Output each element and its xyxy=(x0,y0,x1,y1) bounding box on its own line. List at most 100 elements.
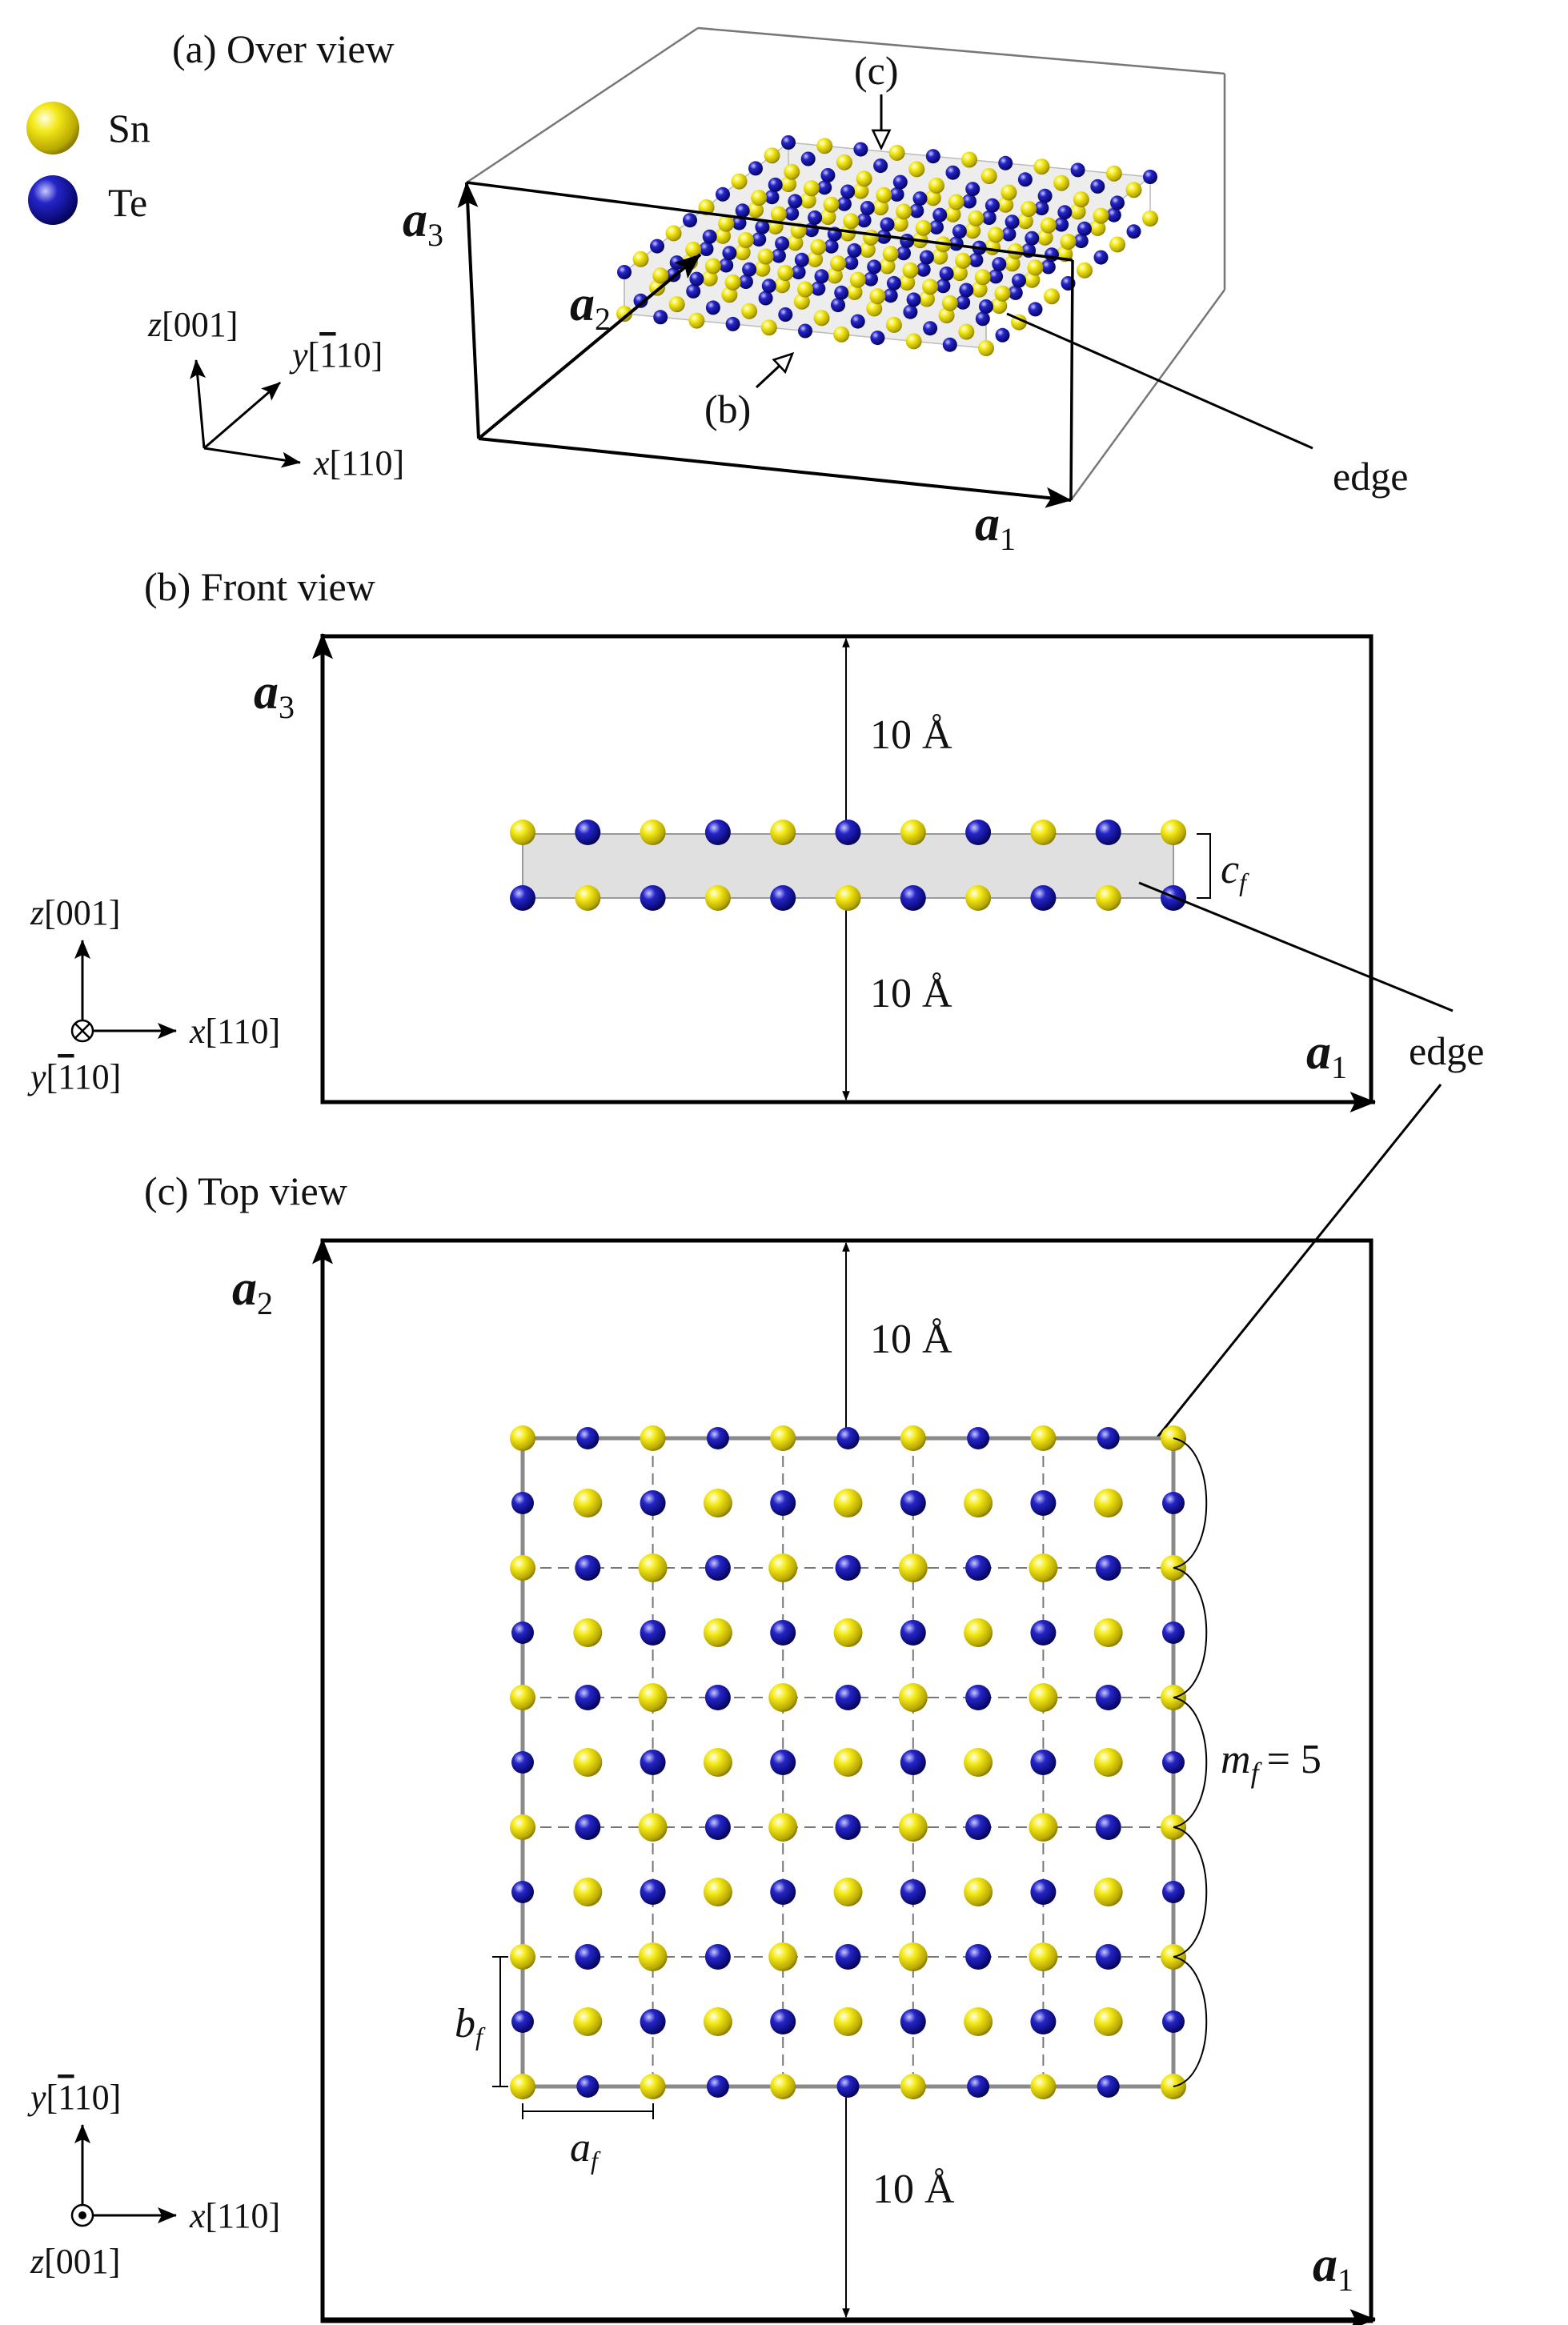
te-atom xyxy=(752,232,767,247)
te-atom xyxy=(835,820,861,845)
te-atom xyxy=(1143,170,1157,184)
te-atom xyxy=(575,1555,601,1581)
te-atom xyxy=(770,1620,796,1646)
te-atom xyxy=(948,236,964,251)
sn-atom xyxy=(800,192,816,209)
te-atom xyxy=(735,203,750,218)
sn-atom xyxy=(922,279,939,295)
sn-atom xyxy=(757,248,774,265)
sn-atom xyxy=(885,316,902,333)
te-atom xyxy=(699,242,714,256)
te-atom xyxy=(1030,885,1057,911)
sn-legend-label: Sn xyxy=(108,106,150,150)
te-legend-sphere xyxy=(28,175,78,225)
sn-atom xyxy=(573,1878,603,1906)
sn-atom xyxy=(1109,236,1125,253)
te-atom xyxy=(959,283,974,298)
te-atom xyxy=(798,323,812,339)
te-atom xyxy=(704,820,731,845)
sn-atom xyxy=(1105,165,1122,182)
te-atom xyxy=(814,269,829,284)
sn-atom xyxy=(510,1814,535,1840)
te-atom xyxy=(1162,1492,1185,1514)
sn-atom xyxy=(768,1553,798,1582)
te-atom xyxy=(965,1944,992,1970)
te-atom xyxy=(1162,1751,1185,1774)
sn-atom xyxy=(961,151,977,168)
sn-legend-sphere xyxy=(26,102,79,154)
sn-atom xyxy=(964,1878,993,1906)
sn-atom xyxy=(835,885,861,911)
te-atom xyxy=(1017,172,1033,187)
sn-atom xyxy=(1093,207,1109,224)
sn-atom xyxy=(971,281,988,298)
slab-perspective xyxy=(616,135,1158,356)
te-atom xyxy=(942,337,957,352)
te-atom xyxy=(985,198,1000,213)
sn-atom xyxy=(668,296,685,313)
period-loop xyxy=(1173,1697,1208,1828)
te-atom xyxy=(919,250,934,265)
te-atom xyxy=(989,269,1004,284)
te-atom xyxy=(945,165,960,180)
edge-label-over: edge xyxy=(1333,454,1408,499)
period-loop xyxy=(1173,1567,1208,1698)
sn-atom xyxy=(1093,1748,1123,1777)
te-atom xyxy=(732,215,747,230)
sn-atom xyxy=(665,225,682,242)
sn-atom xyxy=(770,2074,796,2099)
sn-atom xyxy=(833,2007,863,2036)
te-atom xyxy=(702,229,717,244)
sn-atom xyxy=(510,1685,535,1710)
legend: Sn Te xyxy=(26,102,150,225)
te-atom xyxy=(1162,1881,1185,1903)
sn-atom xyxy=(955,252,972,269)
te-atom xyxy=(742,262,757,277)
te-atom xyxy=(575,1944,601,1970)
te-atom xyxy=(867,259,882,275)
sn-atom xyxy=(896,203,912,220)
sn-atom xyxy=(1093,2007,1123,2036)
sn-atom xyxy=(573,1618,603,1647)
te-atom xyxy=(836,196,852,211)
sn-atom xyxy=(1093,1618,1123,1647)
sn-atom xyxy=(898,1813,928,1842)
sn-atom xyxy=(573,1489,603,1517)
a1-label-over: a1 xyxy=(975,497,1016,557)
te-atom xyxy=(1090,178,1105,194)
te-atom xyxy=(511,1881,534,1903)
te-atom xyxy=(835,1944,861,1970)
te-atom xyxy=(998,155,1013,170)
te-atom xyxy=(824,239,839,254)
sn-atom xyxy=(797,281,813,298)
sn-atom xyxy=(793,293,810,310)
te-atom xyxy=(903,304,918,319)
te-atom xyxy=(771,248,786,263)
sn-atom xyxy=(1093,1878,1123,1906)
sn-atom xyxy=(703,1618,732,1647)
te-atom xyxy=(778,307,793,322)
sn-atom xyxy=(810,239,827,255)
te-atom xyxy=(640,885,666,911)
te-atom xyxy=(575,1814,601,1840)
sn-atom xyxy=(823,196,840,213)
sn-atom xyxy=(833,326,850,343)
sn-atom xyxy=(764,147,780,164)
te-atom xyxy=(640,1750,666,1775)
te-atom xyxy=(892,174,908,190)
sn-atom xyxy=(1027,259,1044,276)
sn-atom xyxy=(1001,184,1017,201)
sn-atom xyxy=(852,182,869,199)
sn-atom xyxy=(760,319,777,336)
te-atom xyxy=(1095,1944,1121,1970)
a3-vector-arrow xyxy=(457,181,480,439)
te-atom xyxy=(883,288,898,303)
sn-atom xyxy=(1053,174,1070,191)
te-atom xyxy=(576,1427,600,1449)
sn-atom xyxy=(964,222,981,239)
sn-atom xyxy=(784,163,800,180)
sn-atom xyxy=(905,333,922,350)
te-atom xyxy=(705,300,720,315)
te-atom xyxy=(1162,2010,1185,2033)
te-atom xyxy=(906,292,921,307)
